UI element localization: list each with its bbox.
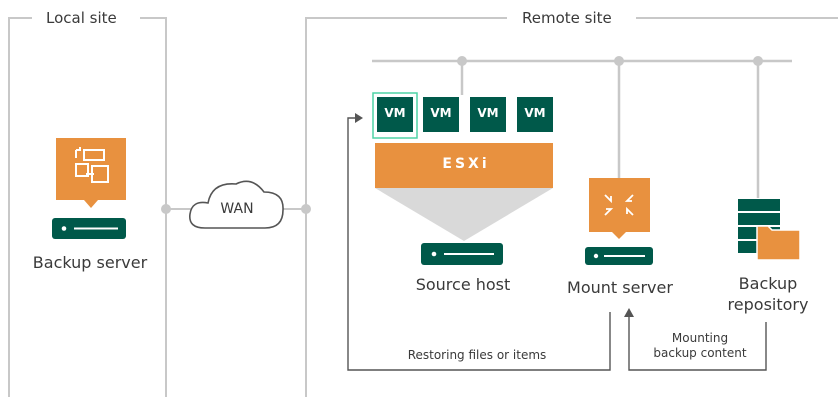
vm-label: VM: [384, 106, 406, 120]
source-host-server-icon: [421, 243, 503, 265]
backup-server-icon: [52, 138, 126, 239]
mount-server-icon: [585, 178, 653, 265]
network-bus: [372, 56, 792, 198]
wan-label: WAN: [220, 201, 254, 217]
local-site-label: Local site: [40, 9, 123, 27]
esxi-label: ESXi: [442, 156, 490, 172]
mounting-flow-label-line1: Mounting: [671, 331, 729, 345]
vm-label: VM: [477, 106, 499, 120]
mount-flow-arrow: [624, 308, 767, 371]
vm-label: VM: [524, 106, 546, 120]
source-host-label: Source host: [415, 275, 511, 294]
wan-cloud-icon: [188, 180, 284, 229]
remote-site-frame: [305, 17, 838, 397]
local-site-frame: [8, 17, 167, 397]
vm-label: VM: [430, 106, 452, 120]
esxi-funnel: [375, 188, 553, 241]
esxi-block: [375, 143, 553, 188]
remote-site-label: Remote site: [516, 9, 618, 27]
backup-repository-label-line2: repository: [727, 295, 809, 314]
mount-server-label: Mount server: [567, 278, 673, 297]
backup-repository-label-line1: Backup: [738, 274, 798, 293]
restoring-flow-label: Restoring files or items: [407, 348, 547, 362]
backup-repository-icon: [738, 199, 801, 261]
vm-icons: [372, 92, 553, 139]
mounting-flow-label-line2: backup content: [653, 346, 747, 360]
backup-server-label: Backup server: [32, 253, 148, 272]
restore-flow-arrow: [347, 113, 611, 371]
